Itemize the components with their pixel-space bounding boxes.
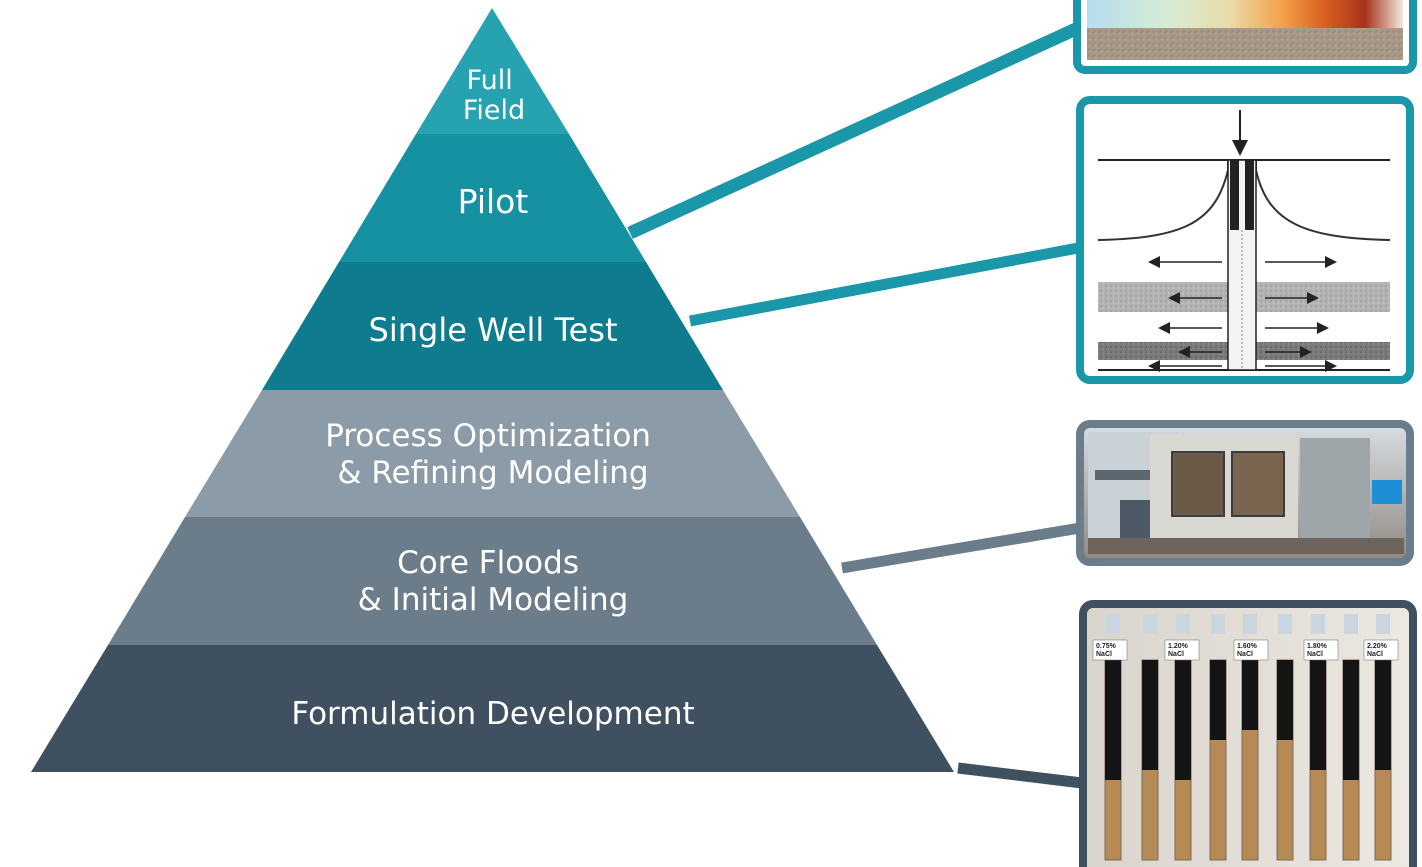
tube-label-tag [1092,639,1128,661]
tube-label-text: 1.20%NaCl [1168,643,1189,658]
tubes-photo-image: 0.75%NaCl 1.20%NaCl 1.60%NaCl 1.80%NaCl 2.20… [1079,600,1417,867]
connector-formulation [957,762,1083,789]
tube-label-tag [1303,639,1339,661]
tube-cap [1106,614,1120,634]
tube-cap [1211,614,1225,634]
tube-oil-layer [1210,660,1226,740]
tube-label-text: 1.80%NaCl [1307,643,1328,658]
tier-process-optimization [185,390,800,517]
tier-label-full-field: Full Field [463,65,525,126]
tube-oil-layer [1375,660,1391,770]
tube-cap [1311,614,1325,634]
connector-pilot [627,22,1081,239]
tier-label-pilot: Pilot [458,182,529,221]
tube-oil-layer [1277,660,1293,740]
tube-cap [1278,614,1292,634]
tier-label-process-optimization: Process Optimization & Refining Modeling [325,418,661,491]
tube-cap [1243,614,1257,634]
tube-oil-layer [1242,660,1258,730]
tube-cap [1344,614,1358,634]
pyramid [31,8,954,772]
tube-label-tag [1233,639,1269,661]
connector-lines [627,22,1083,789]
tube-cap [1376,614,1390,634]
simulation-image [1073,0,1417,74]
tube-label-text: 0.75%NaCl [1096,643,1117,658]
tube-label-text: 1.60%NaCl [1237,643,1258,658]
connector-single-well-test [688,242,1080,327]
connector-core-floods [841,522,1081,574]
tier-label-formulation-development: Formulation Development [291,696,694,732]
tube-oil-layer [1105,660,1121,780]
tier-full-field [416,8,569,134]
tier-pilot [339,134,646,262]
lab-photo-image [1076,420,1414,566]
tube-label-tag [1164,639,1200,661]
tube-label-text: 2.20%NaCl [1367,643,1388,658]
tube-cap [1143,614,1157,634]
tier-label-core-floods: Core Floods & Initial Modeling [358,545,629,618]
tier-label-single-well-test: Single Well Test [369,311,618,349]
tube-label-tag [1363,639,1399,661]
tube-oil-layer [1142,660,1158,770]
tube-oil-layer [1310,660,1326,770]
well-schematic-image [1076,96,1414,384]
tube-oil-layer [1343,660,1359,780]
tier-single-well-test [262,262,723,390]
tube-cap [1176,614,1190,634]
tier-core-floods [108,517,877,645]
tube-oil-layer [1175,660,1191,780]
tier-formulation-development [31,645,954,772]
